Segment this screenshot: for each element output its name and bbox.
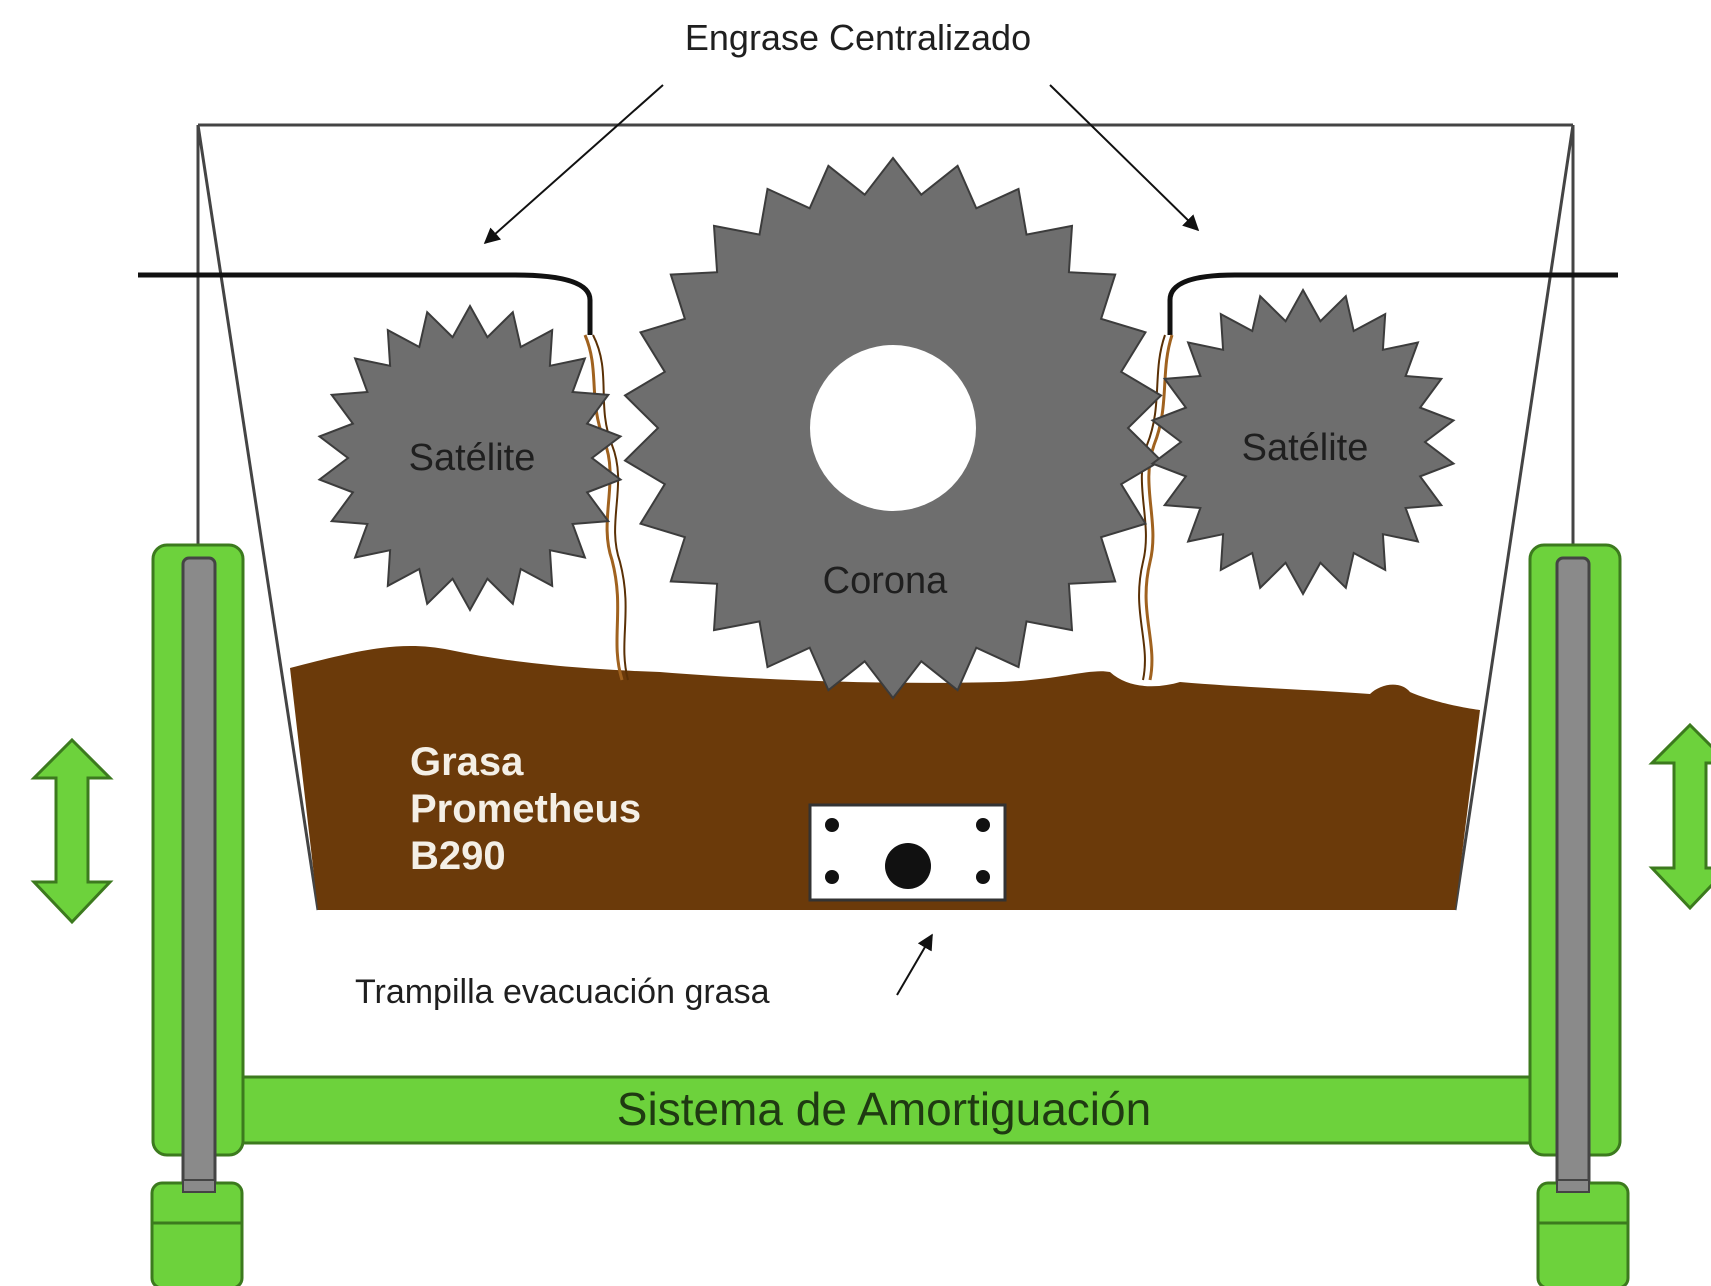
pointer-arrow-right [1049,84,1200,232]
grease-pipe-left [138,272,629,681]
grease-pool [290,646,1480,910]
centralized-greasing-label: Engrase Centralizado [685,17,1031,58]
vertical-double-arrow-icon [30,737,114,925]
small-gear-icon [317,303,623,613]
evacuation-hatch [808,803,1007,902]
grease-label-line1: Grasa [410,740,524,784]
ring-gear-bore [810,345,976,511]
damping-bar [241,1075,1532,1145]
hatch-pointer-arrow [896,933,933,996]
damper-left [150,543,245,1286]
vertical-double-arrow-icon [1648,722,1711,911]
pointer-arrow-left [483,84,664,245]
hatch-label: Trampilla evacuación grasa [355,973,770,1011]
damper-right [1528,543,1630,1286]
grease-label-line3: B290 [410,834,506,878]
small-gear-icon [1150,287,1456,597]
satellite-right-label: Satélite [1242,427,1369,469]
tank-frame [196,123,1575,911]
ring-gear-label: Corona [823,560,948,602]
damping-system-label: Sistema de Amortiguación [617,1083,1151,1135]
grease-label-line2: Prometheus [410,787,641,831]
satellite-left-label: Satélite [409,437,536,479]
